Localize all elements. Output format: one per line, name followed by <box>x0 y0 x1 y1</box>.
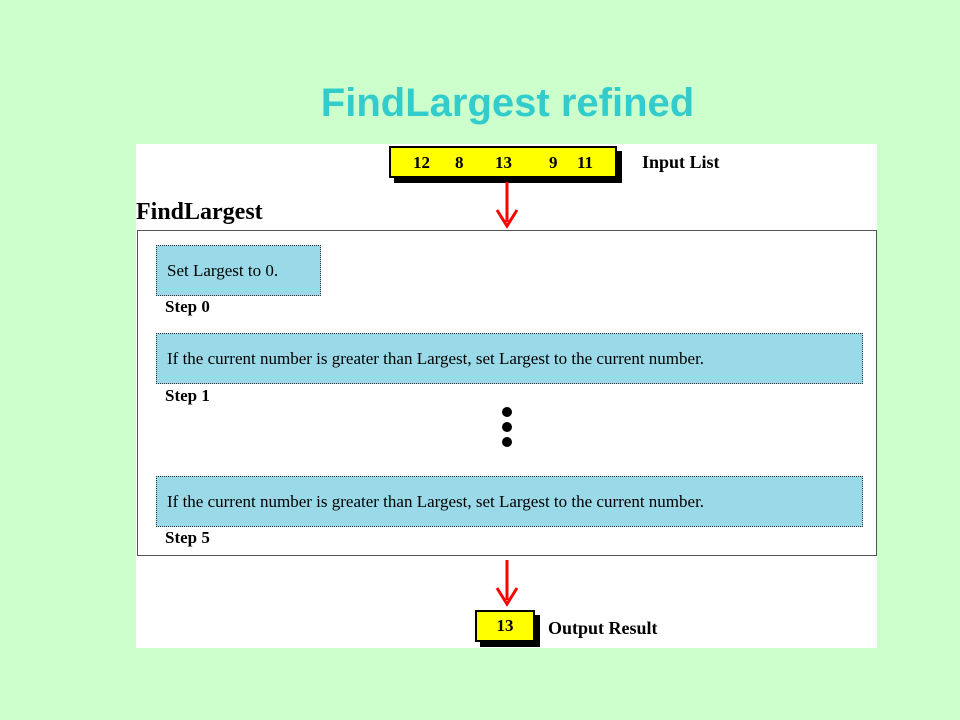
input-number: 11 <box>577 153 594 172</box>
step-box: Set Largest to 0. <box>156 245 321 296</box>
input-number: 9 <box>549 153 558 172</box>
output-result-label: Output Result <box>548 618 658 638</box>
algorithm-box: Set Largest to 0. Step 0 If the current … <box>137 230 877 556</box>
diagram-figure: 12 8 13 9 11 Input List FindLargest Set … <box>136 144 877 648</box>
input-list-label: Input List <box>642 152 720 172</box>
step-box: If the current number is greater than La… <box>156 333 863 384</box>
slide-title: FindLargest refined <box>320 81 695 125</box>
step-label: Step 1 <box>165 386 210 405</box>
ellipsis-dots-icon <box>501 407 513 447</box>
step-label: Step 0 <box>165 297 210 316</box>
output-result-box: 13 <box>475 610 535 642</box>
step-box: If the current number is greater than La… <box>156 476 863 527</box>
algorithm-label: FindLargest <box>136 199 263 225</box>
input-number: 12 <box>413 153 430 172</box>
input-number: 13 <box>495 153 512 172</box>
step-label: Step 5 <box>165 528 210 547</box>
down-arrow-icon <box>495 560 519 607</box>
input-list-box: 12 8 13 9 11 <box>389 146 617 178</box>
input-number: 8 <box>455 153 464 172</box>
down-arrow-icon <box>495 182 519 229</box>
